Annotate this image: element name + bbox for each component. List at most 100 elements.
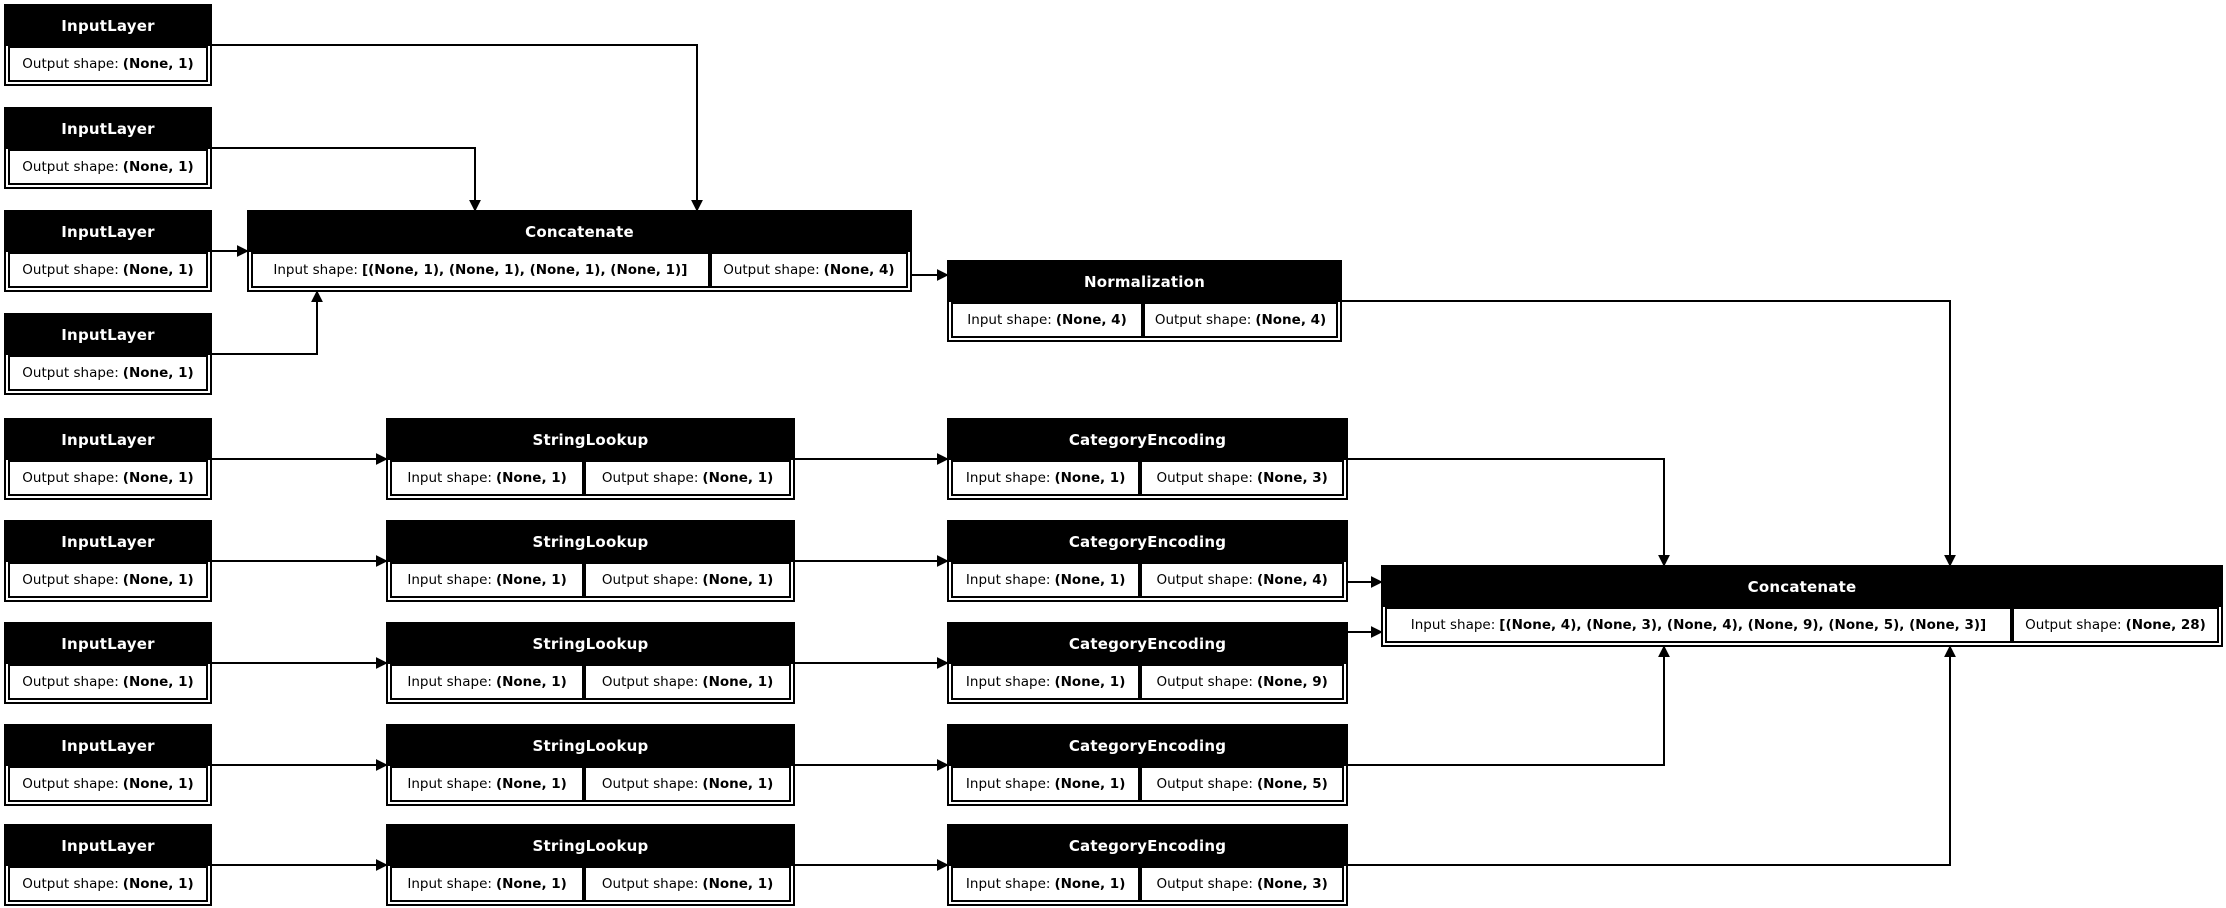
cell-value: (None, 3) bbox=[1256, 876, 1328, 892]
shape-cell: Input shape:(None, 1) bbox=[390, 460, 585, 496]
shape-cells: Input shape:(None, 1) Output shape: (None,… bbox=[388, 866, 793, 904]
cell-value: (None, 4) bbox=[1055, 312, 1127, 328]
cell-label: Input shape: bbox=[965, 876, 1051, 892]
node-title: InputLayer bbox=[6, 315, 210, 355]
node-title: StringLookup bbox=[388, 522, 793, 562]
shape-cells: Input shape:(None, 4)Output shape:(None,… bbox=[949, 302, 1340, 340]
shape-cell: Output shape:(None, 1) bbox=[8, 460, 208, 496]
cell-value: [(None, 1), (None, 1), (None, 1), (None,… bbox=[361, 262, 688, 278]
cell-label: Output shape: bbox=[22, 159, 119, 175]
cell-value: (None, 3) bbox=[1256, 470, 1328, 486]
edge-categoryencoding-1-to-concatenate-2 bbox=[1348, 458, 1670, 567]
cell-value: (None, 1) bbox=[122, 365, 194, 381]
shape-cell: Output shape:(None, 1) bbox=[584, 664, 791, 700]
cell-label: Input shape: bbox=[965, 674, 1051, 690]
cell-value: (None, 4) bbox=[1255, 312, 1327, 328]
cell-value: (None, 1) bbox=[495, 470, 567, 486]
shape-cell: Output shape:(None, 1) bbox=[584, 460, 791, 496]
cell-label: Output shape: bbox=[601, 674, 699, 690]
shape-cells: Input shape:[(None, 4), (None, 3), (None… bbox=[1383, 607, 2221, 645]
shape-cell: Output shape:(None, 1) bbox=[8, 252, 208, 288]
cell-value: (None, 1) bbox=[122, 572, 194, 588]
shape-cell: Output shape:(None, 1) bbox=[8, 355, 208, 391]
cell-label: Input shape: bbox=[273, 262, 358, 278]
shape-cells: Input shape:(None, 1) Output shape:(None,… bbox=[949, 866, 1346, 904]
shape-cell: Output shape:(None, 1) bbox=[8, 149, 208, 185]
cell-value: (None, 1) bbox=[122, 876, 194, 892]
node-title: Concatenate bbox=[249, 212, 910, 252]
node-title: StringLookup bbox=[388, 726, 793, 766]
cell-value: (None, 1) bbox=[702, 776, 774, 792]
node-title: CategoryEncoding bbox=[949, 420, 1346, 460]
node-title: InputLayer bbox=[6, 212, 210, 252]
node-title: CategoryEncoding bbox=[949, 726, 1346, 766]
cell-value: (None, 1) bbox=[122, 776, 194, 792]
cell-value: (None, 1) bbox=[495, 572, 567, 588]
cell-value: (None, 1) bbox=[1054, 572, 1126, 588]
node-title: InputLayer bbox=[6, 826, 210, 866]
edge-normalization-to-concatenate-2 bbox=[1342, 300, 1956, 567]
shape-cells: Output shape:(None, 1) bbox=[6, 766, 210, 804]
shape-cell: Output shape:(None, 4) bbox=[1143, 302, 1338, 338]
node-title: StringLookup bbox=[388, 624, 793, 664]
node-title: CategoryEncoding bbox=[949, 826, 1346, 866]
cell-label: Output shape: bbox=[1154, 312, 1252, 328]
cell-value: (None, 1) bbox=[495, 674, 567, 690]
cell-value: (None, 1) bbox=[495, 776, 567, 792]
shape-cells: Input shape:(None, 1)Output shape:(None,… bbox=[949, 460, 1346, 498]
cell-label: Input shape: bbox=[407, 572, 492, 588]
node-title: CategoryEncoding bbox=[949, 624, 1346, 664]
cell-value: (None, 1) bbox=[1054, 674, 1126, 690]
cell-value: [(None, 4), (None, 3), (None, 4), (None,… bbox=[1499, 617, 1987, 633]
cell-label: Output shape: bbox=[22, 56, 119, 72]
shape-cell: Input shape:(None, 1) bbox=[390, 766, 585, 802]
shape-cell: Output shape:(None, 1) bbox=[8, 866, 208, 902]
cell-value: (None, 1) bbox=[495, 876, 567, 892]
cell-value: (None, 1) bbox=[1054, 470, 1126, 486]
shape-cell: Input shape:(None, 1) bbox=[390, 866, 585, 902]
shape-cells: Output shape:(None, 1) bbox=[6, 355, 210, 393]
cell-label: Output shape: bbox=[22, 365, 119, 381]
cell-value: (None, 1) bbox=[702, 470, 774, 486]
cell-value: (None, 1) bbox=[122, 674, 194, 690]
shape-cell: Input shape:[(None, 4), (None, 3), (None… bbox=[1385, 607, 2012, 643]
shape-cells: Input shape:(None, 1)Output shape:(None,… bbox=[388, 562, 793, 600]
shape-cell: Output shape:(None, 1) bbox=[8, 562, 208, 598]
cell-value: (None, 1) bbox=[1054, 876, 1126, 892]
cell-value: (None, 4) bbox=[1256, 572, 1328, 588]
shape-cell: Input shape:[(None, 1), (None, 1), (None… bbox=[251, 252, 710, 288]
shape-cell: Input shape:(None, 1) bbox=[951, 562, 1141, 598]
shape-cell: Input shape:(None, 1) bbox=[390, 562, 585, 598]
node-title: InputLayer bbox=[6, 624, 210, 664]
cell-label: Output shape: bbox=[1156, 876, 1253, 892]
node-title: StringLookup bbox=[388, 420, 793, 460]
shape-cell: Output shape:(None, 9) bbox=[1140, 664, 1344, 700]
edge-inputlayer-1-to-concatenate-1 bbox=[212, 44, 703, 212]
shape-cell: Output shape:(None, 1) bbox=[8, 766, 208, 802]
shape-cells: Output shape:(None, 1) bbox=[6, 562, 210, 600]
cell-value: (None, 1) bbox=[122, 56, 194, 72]
shape-cells: Output shape:(None, 1) bbox=[6, 149, 210, 187]
cell-label: Input shape: bbox=[965, 776, 1051, 792]
cell-label: Output shape: bbox=[601, 876, 699, 892]
shape-cells: Input shape:[(None, 1), (None, 1), (None… bbox=[249, 252, 910, 290]
cell-value: (None, 28) bbox=[2125, 617, 2206, 633]
